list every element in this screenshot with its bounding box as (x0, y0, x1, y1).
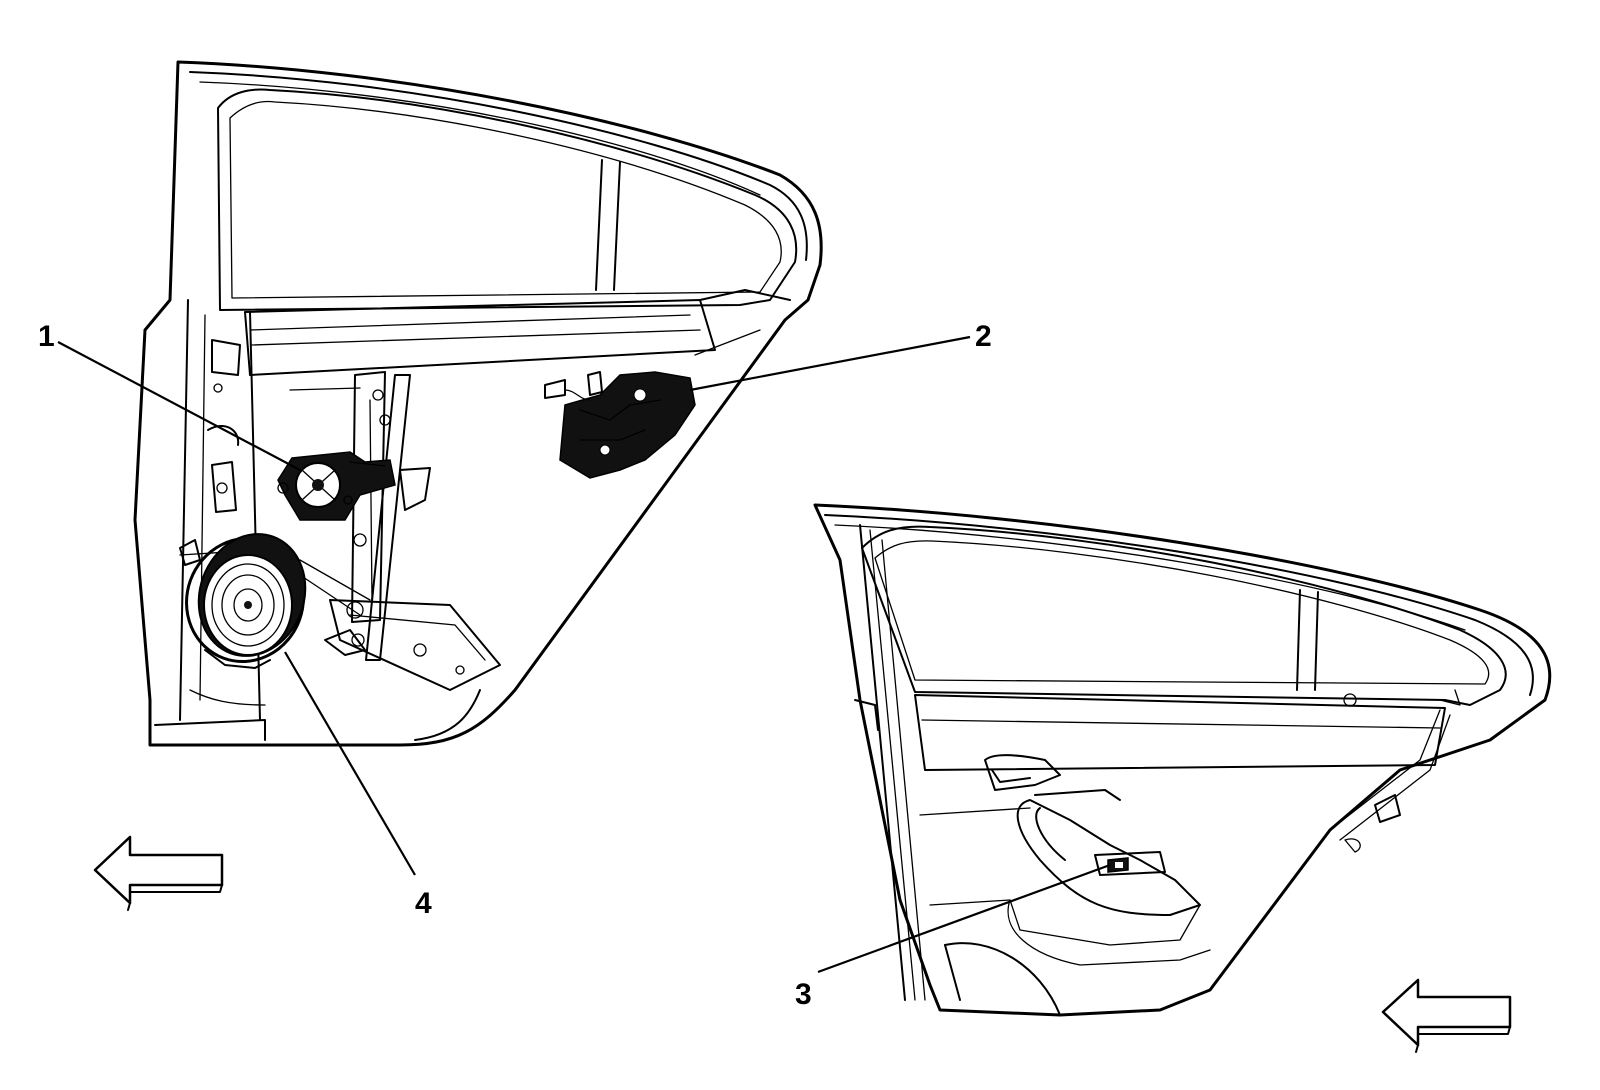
window-regulator-rails (299, 371, 431, 661)
callout-3: 3 (795, 978, 812, 1011)
callout-2: 2 (975, 320, 992, 353)
door-speaker (185, 533, 307, 669)
leader-line-1 (57, 341, 301, 471)
callout-1: 1 (38, 320, 55, 353)
direction-arrow-left-icon (93, 835, 224, 911)
leader-line-3 (817, 863, 1111, 974)
callout-4: 4 (415, 887, 432, 920)
door-lock-actuator (544, 371, 696, 479)
leader-line-2 (689, 335, 971, 392)
direction-arrow-left-icon (1381, 978, 1512, 1053)
leader-line-4 (284, 651, 416, 876)
window-regulator-motor (277, 451, 396, 521)
door-inner-frame (133, 60, 823, 747)
door-trim-panel (813, 503, 1552, 1017)
